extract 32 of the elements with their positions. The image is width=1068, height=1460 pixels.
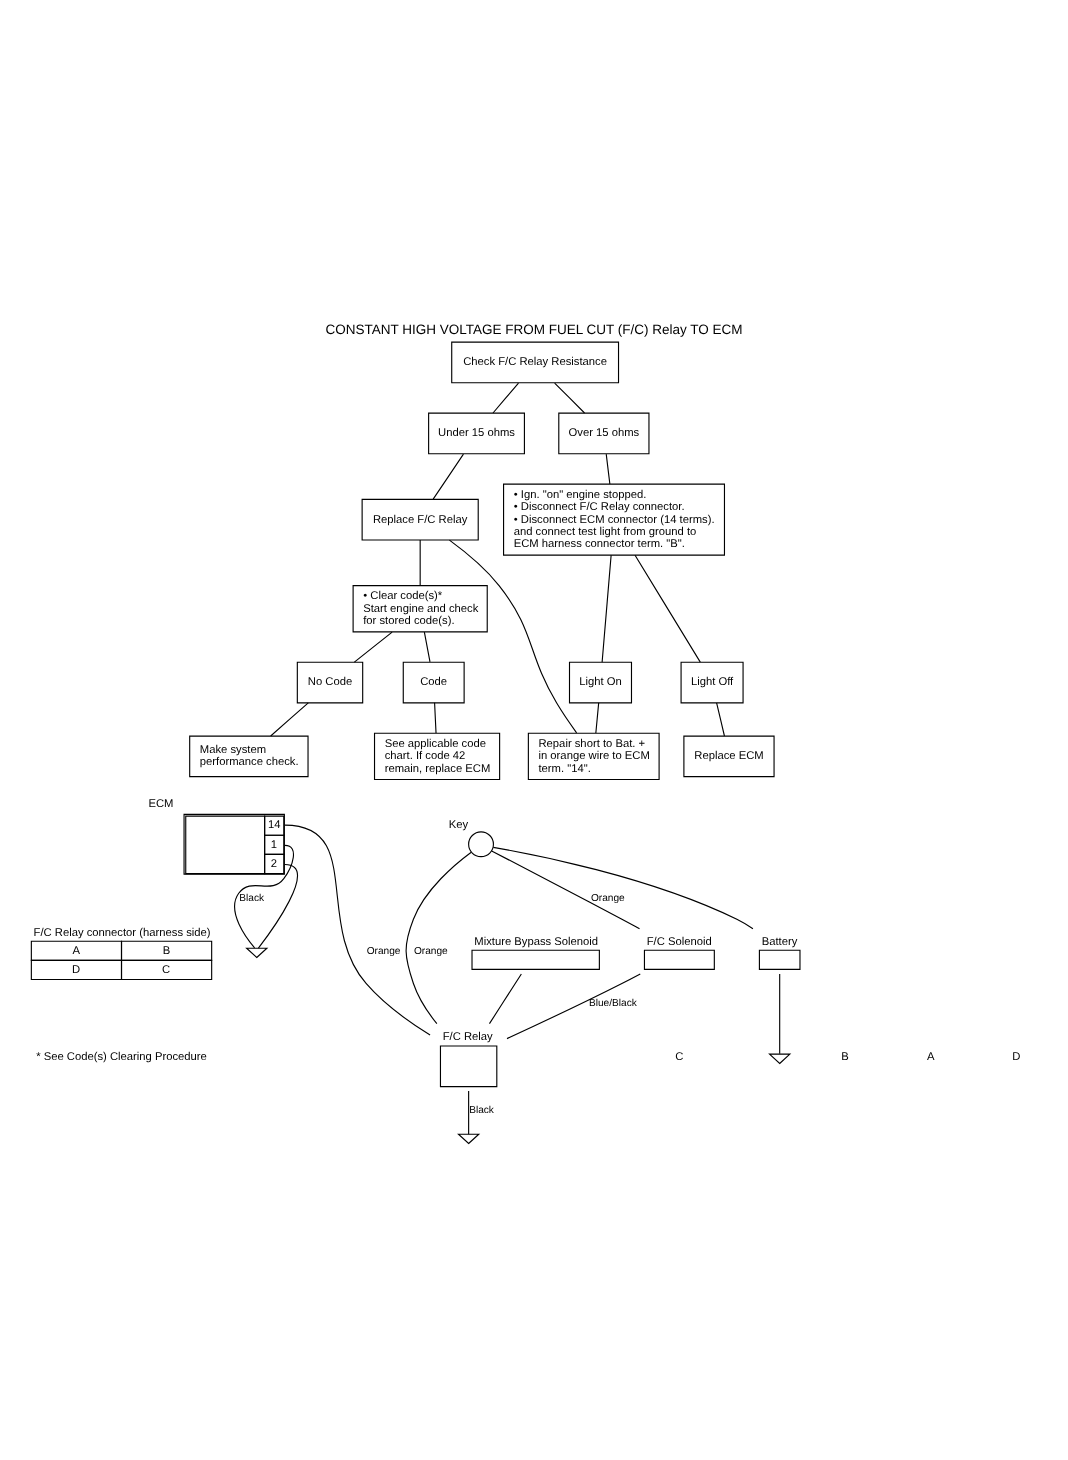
connector [353, 630, 393, 662]
connector [554, 381, 586, 413]
node-box [439, 1044, 498, 1087]
connector [234, 843, 295, 948]
connector [488, 972, 522, 1024]
connector [432, 452, 464, 499]
connector [405, 850, 472, 1024]
connector [448, 538, 578, 733]
node-ground [245, 946, 269, 958]
connector [423, 630, 431, 662]
connector [492, 381, 520, 413]
connector [270, 701, 309, 736]
node-ground [768, 1052, 792, 1064]
connector [716, 701, 725, 736]
node-ground [457, 1132, 481, 1144]
connector [601, 553, 612, 662]
connector [284, 823, 431, 1035]
connector [779, 972, 781, 1054]
connector [634, 553, 701, 662]
connector [434, 701, 437, 733]
node-coil [643, 948, 715, 969]
node-circle [468, 830, 494, 857]
node-coil [471, 948, 600, 969]
connector [419, 538, 421, 585]
connector [492, 845, 754, 929]
connector [257, 863, 299, 948]
connector [506, 972, 641, 1039]
node-battery [758, 948, 801, 969]
connector [491, 849, 641, 929]
connector [595, 701, 600, 733]
connector [605, 452, 611, 484]
connector [468, 1089, 470, 1134]
